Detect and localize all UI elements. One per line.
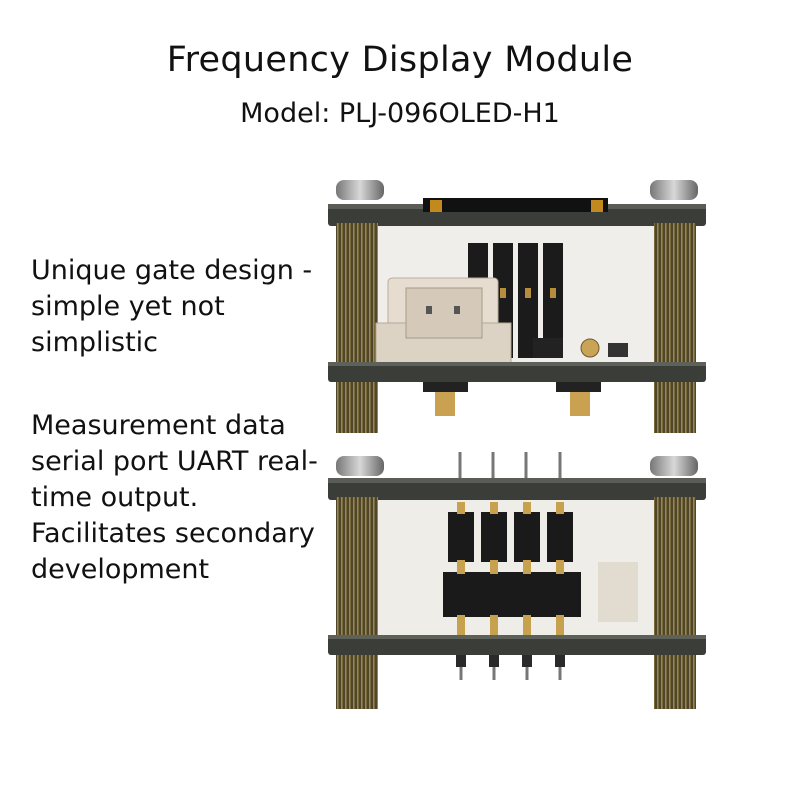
- feature-uart-output: Measurement data serial port UART real-t…: [31, 410, 318, 585]
- module-photo-connector-side: [328, 178, 708, 438]
- module-photo-pin-side: [328, 452, 708, 714]
- model-number: Model: PLJ-096OLED-H1: [240, 98, 560, 129]
- feature-gate-design: Unique gate design - simple yet not simp…: [31, 255, 313, 358]
- page-title: Frequency Display Module: [166, 40, 634, 80]
